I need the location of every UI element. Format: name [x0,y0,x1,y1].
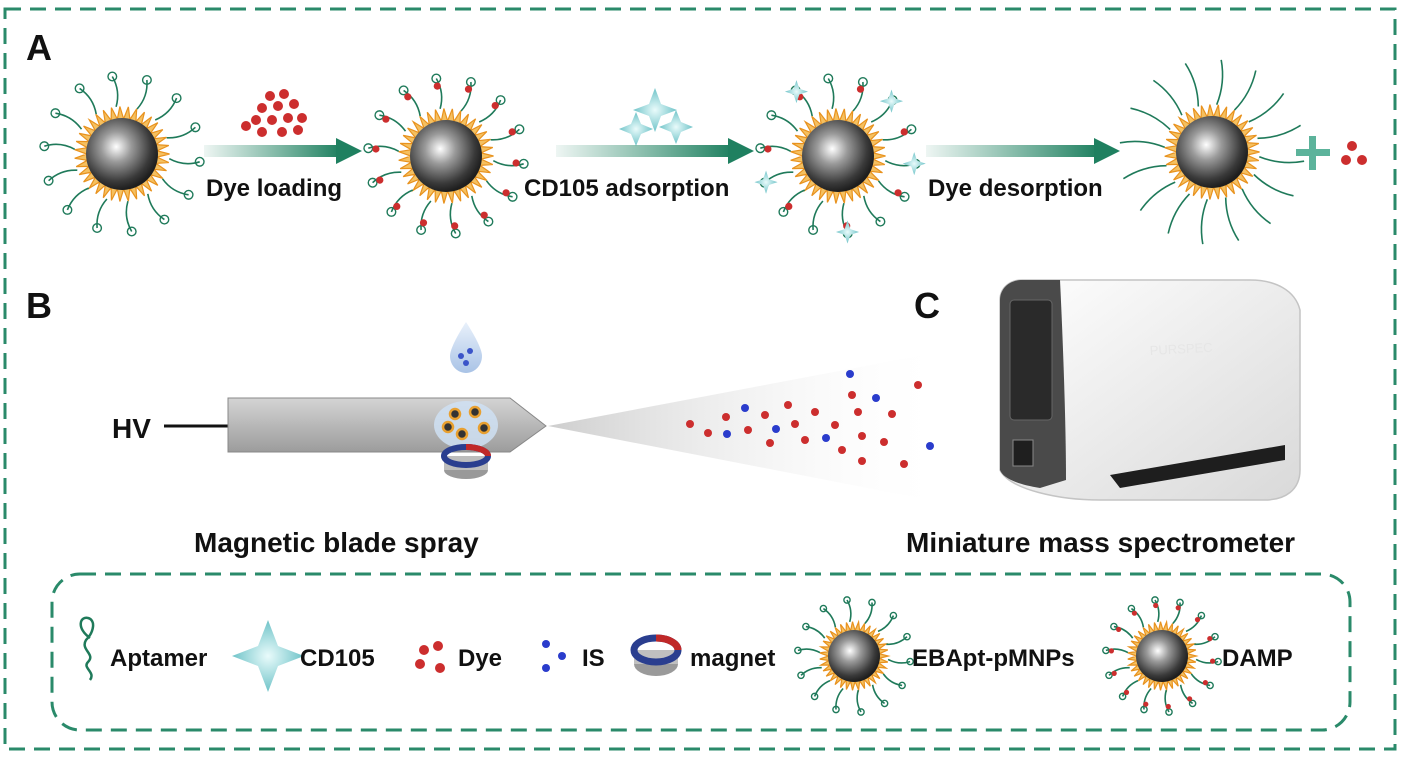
step-label-dye-loading: Dye loading [206,175,342,202]
mass-spectrometer-illustration: PURSPEC [999,279,1301,501]
legend-label-dye: Dye [458,645,502,672]
svg-text:PURSPEC: PURSPEC [1149,340,1213,358]
legend-frame [50,572,1352,732]
magnet-icon [630,634,682,676]
dye-icon [415,641,445,673]
dye-cluster-icon [241,89,307,137]
is-icon [542,640,566,672]
caption-blade-spray: Magnetic blade spray [194,527,479,558]
panel-label-c: C [914,285,940,326]
particle-released [1119,59,1305,245]
plus-icon [1296,136,1330,170]
particle-damp [363,73,529,239]
cd105-icon [232,620,304,692]
particle-cd105-bound [754,73,926,244]
legend-label-ebapt-pmnps: EBApt-pMNPs [912,645,1075,672]
blade [227,397,547,453]
arrow-dye-loading [204,138,362,164]
step-label-cd105-adsorption: CD105 adsorption [524,175,729,202]
aptamer-icon [79,616,95,681]
legend-label-magnet: magnet [690,645,775,672]
droplet-icon [450,322,482,373]
cd105-stars-icon [619,88,693,146]
particle-ebapt-pmnp [39,71,205,237]
panel-label-a: A [26,27,52,68]
arrow-dye-desorption [926,138,1120,164]
legend-label-is: IS [582,645,605,672]
legend-label-damp: DAMP [1222,645,1293,672]
blade-particles [441,405,491,441]
particle-legend-damp [1102,596,1222,716]
magnet-icon-blade [441,444,491,479]
step-label-dye-desorption: Dye desorption [928,175,1103,202]
ion-cloud [686,370,934,468]
caption-mass-spectrometer: Miniature mass spectrometer [906,527,1295,558]
panel-label-b: B [26,285,52,326]
legend-label-aptamer: Aptamer [110,645,207,672]
outer-frame [3,7,1397,751]
particle-legend-ebapt [794,596,914,716]
legend-label-cd105: CD105 [300,645,375,672]
released-dye-icon [1341,141,1367,165]
arrow-cd105-adsorption [556,138,754,164]
hv-label: HV [112,413,151,444]
